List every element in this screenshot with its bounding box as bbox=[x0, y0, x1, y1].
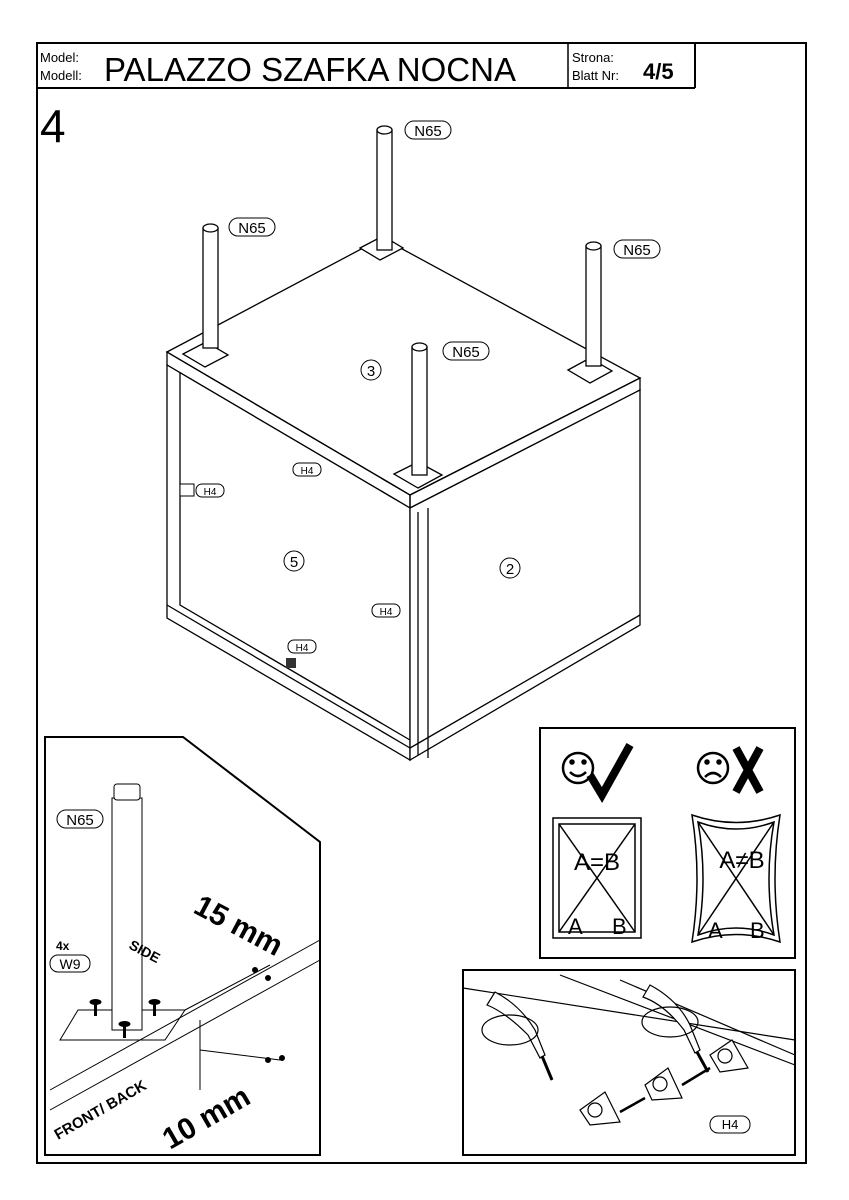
leg-front bbox=[392, 342, 444, 489]
modell-label: Modell: bbox=[40, 68, 82, 83]
part-label: 3 bbox=[367, 363, 375, 380]
legs bbox=[181, 125, 614, 489]
connector-detail-panel: H4 bbox=[462, 969, 796, 1156]
leg-label: N65 bbox=[238, 220, 266, 237]
connector-label: H4 bbox=[380, 607, 393, 618]
model-label: Model: bbox=[40, 50, 79, 65]
leg-label: N65 bbox=[623, 242, 651, 259]
corner-b: B bbox=[612, 914, 627, 939]
page-border bbox=[36, 42, 807, 1164]
screw-icons bbox=[89, 999, 161, 1038]
connector-labels: H4 H4 H4 H4 bbox=[179, 462, 401, 668]
corner-b: B bbox=[750, 918, 765, 943]
page-label: Strona: bbox=[572, 50, 614, 65]
connector-label: H4 bbox=[296, 643, 309, 654]
leg-label: N65 bbox=[452, 344, 480, 361]
header: Model: Modell: PALAZZO SZAFKA NOCNA Stro… bbox=[37, 43, 696, 89]
checkmark-icon bbox=[586, 743, 634, 803]
part-label: 2 bbox=[506, 561, 514, 578]
page-number: 4/5 bbox=[643, 59, 674, 84]
cross-icon bbox=[732, 746, 764, 794]
part-label: 5 bbox=[290, 554, 298, 571]
arrow-icon bbox=[619, 1096, 646, 1114]
arrow-icon bbox=[681, 1066, 711, 1087]
screwdriver-icon bbox=[481, 991, 554, 1081]
part-labels bbox=[283, 359, 521, 579]
corner-connector-icon bbox=[579, 1039, 749, 1126]
cabinet-drawing bbox=[165, 237, 642, 762]
step-number: 4 bbox=[40, 100, 66, 152]
smiley-happy-icon bbox=[561, 751, 595, 785]
equal-diagonals-label: A=B bbox=[574, 849, 620, 876]
screwdriver-icon bbox=[641, 984, 710, 1073]
leg-label: N65 bbox=[414, 123, 442, 140]
leg-labels: N65 N65 N65 N65 bbox=[228, 120, 661, 361]
unequal-diagonals-label: A≠B bbox=[719, 847, 764, 874]
screw-count: 4x bbox=[56, 939, 70, 953]
connector-detail-label: H4 bbox=[722, 1117, 739, 1132]
connector-label: H4 bbox=[301, 466, 314, 477]
product-title: PALAZZO SZAFKA NOCNA bbox=[104, 51, 516, 88]
smiley-sad-icon bbox=[696, 751, 730, 785]
sheet-label: Blatt Nr: bbox=[572, 68, 619, 83]
leg-placement-inset: N65 4x W9 15 mm SIDE FRONT/ BACK 10 mm bbox=[44, 736, 321, 1156]
leg-right bbox=[566, 241, 614, 384]
leg-left bbox=[181, 223, 230, 368]
squareness-check-panel: A=B A≠B A B A B bbox=[539, 727, 796, 959]
screw-label: W9 bbox=[60, 956, 81, 972]
corner-a: A bbox=[568, 914, 583, 939]
leg-back bbox=[358, 125, 405, 261]
connector-label: H4 bbox=[204, 487, 217, 498]
inset-leg-label: N65 bbox=[66, 812, 94, 829]
corner-a: A bbox=[708, 918, 723, 943]
